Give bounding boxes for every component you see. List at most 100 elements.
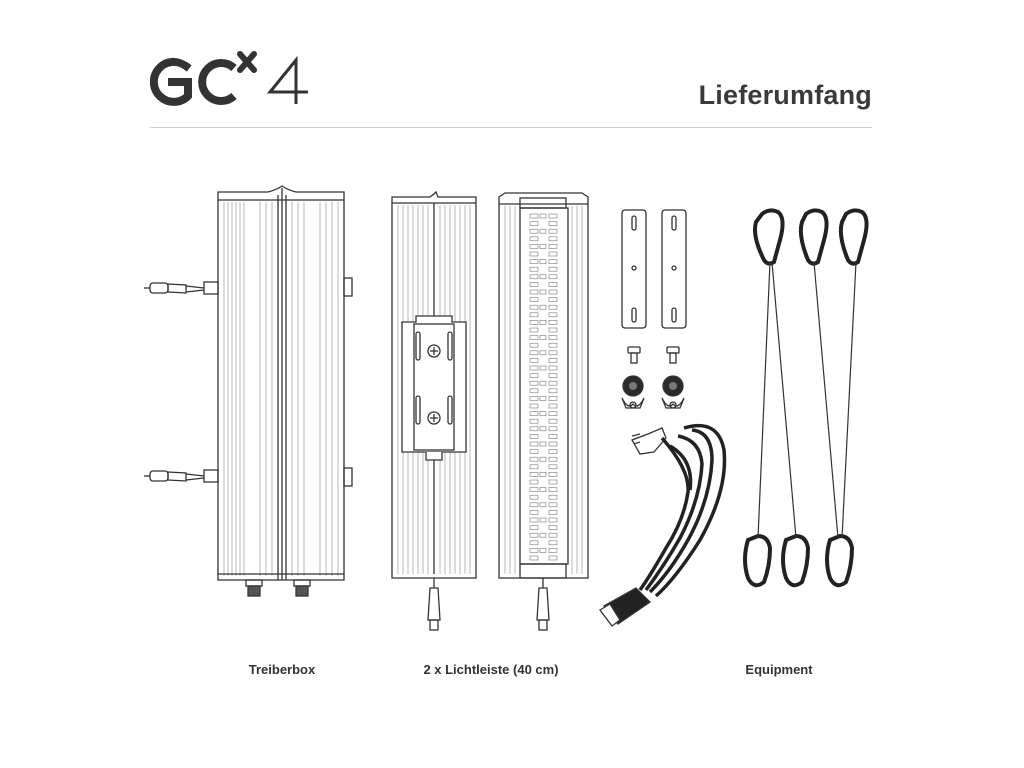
led-cell [548, 555, 558, 561]
led-cell [529, 434, 539, 439]
led-cell [529, 274, 539, 280]
led-cell [529, 380, 539, 386]
led-cell [539, 487, 547, 492]
caption-light-bars: 2 x Lichtleiste (40 cm) [423, 662, 559, 677]
led-cell [548, 350, 558, 356]
led-cell [539, 396, 547, 401]
led-cell [529, 479, 539, 485]
led-cell [548, 251, 558, 257]
led-cell [548, 320, 558, 325]
led-cell [539, 502, 547, 508]
led-cell [548, 434, 558, 439]
led-cell [529, 213, 539, 219]
led-cell [548, 411, 558, 416]
led-cell [539, 441, 547, 447]
light-bar-front-icon [498, 192, 589, 631]
led-cell [529, 426, 539, 432]
led-cell [548, 259, 558, 264]
led-cell [539, 380, 547, 386]
led-cell [529, 472, 539, 477]
led-cell [539, 426, 547, 432]
power-cable-icon [599, 423, 727, 627]
led-cell [548, 335, 558, 340]
led-cell [529, 358, 539, 363]
logo [150, 51, 308, 106]
led-cell [529, 251, 539, 257]
led-cell [539, 320, 547, 325]
led-cell [529, 441, 539, 447]
led-cell [529, 548, 539, 553]
led-cell [548, 487, 558, 492]
led-cell [548, 365, 558, 371]
led-cell [548, 396, 558, 401]
led-cell [529, 244, 539, 249]
light-bar-back-icon [391, 190, 477, 631]
led-cell [539, 350, 547, 356]
led-cell [548, 418, 558, 424]
caption-equipment: Equipment [745, 662, 813, 677]
led-cell [548, 274, 558, 280]
led-cell [548, 373, 558, 378]
led-cell [548, 464, 558, 470]
led-cell [529, 320, 539, 325]
led-cell [548, 380, 558, 386]
led-cell [539, 259, 547, 264]
led-cell [548, 456, 558, 462]
led-cell [529, 327, 539, 333]
led-cell [548, 282, 558, 287]
led-cell [548, 228, 558, 234]
led-cell [539, 289, 547, 295]
led-cell [529, 456, 539, 462]
led-cell [529, 289, 539, 295]
led-cell [548, 540, 558, 546]
led-cell [529, 259, 539, 264]
led-cell [548, 304, 558, 310]
mounting-plate-icon [621, 209, 687, 329]
led-cell [548, 312, 558, 318]
led-cell [539, 532, 547, 538]
led-cell [539, 472, 547, 477]
led-cell [529, 335, 539, 340]
led-cell [529, 350, 539, 356]
led-cell [548, 327, 558, 333]
led-cell [529, 525, 539, 530]
led-cell [548, 221, 558, 226]
led-cell [529, 449, 539, 454]
driver-box-icon [144, 185, 353, 597]
led-cell [548, 517, 558, 523]
screw-icon [627, 346, 680, 364]
led-cell [539, 456, 547, 462]
hanger-carabiner-icon [743, 208, 869, 588]
led-cell [548, 449, 558, 454]
led-cell [548, 548, 558, 553]
caption-driver-box: Treiberbox [248, 662, 316, 677]
led-cell [529, 373, 539, 378]
led-cell [548, 289, 558, 295]
led-cell [529, 494, 539, 500]
led-cell [548, 426, 558, 432]
led-cell [548, 472, 558, 477]
led-cell [548, 358, 558, 363]
led-cell [548, 266, 558, 272]
header-divider [150, 127, 872, 128]
led-cell [548, 244, 558, 249]
led-cell [548, 297, 558, 302]
led-cell [548, 532, 558, 538]
led-cell [539, 517, 547, 523]
led-cell [548, 403, 558, 409]
led-cell [529, 297, 539, 302]
led-cell [539, 274, 547, 280]
led-cell [529, 532, 539, 538]
wing-nut-icon [621, 375, 685, 409]
led-cell [529, 228, 539, 234]
led-cell [529, 236, 539, 242]
led-cell [529, 403, 539, 409]
led-cell [548, 213, 558, 219]
led-cell [529, 418, 539, 424]
led-cell [529, 510, 539, 515]
led-cell [529, 312, 539, 318]
led-cell [539, 365, 547, 371]
led-cell [529, 365, 539, 371]
led-cell [548, 502, 558, 508]
led-cell [548, 479, 558, 485]
